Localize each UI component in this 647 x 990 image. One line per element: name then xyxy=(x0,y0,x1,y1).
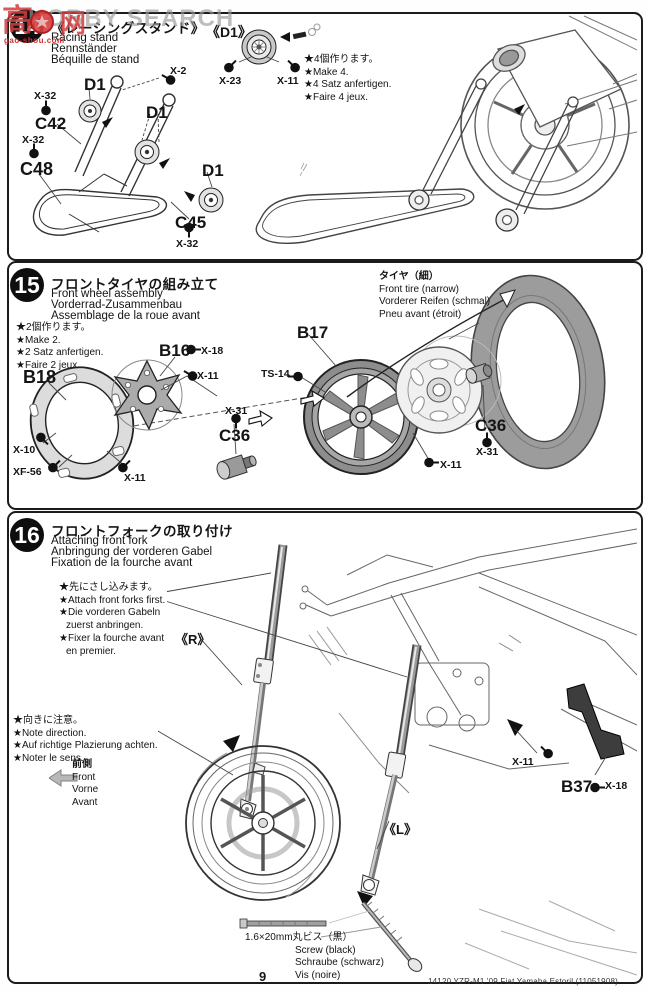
part-label-x11-top: X-11 xyxy=(197,370,219,382)
part-label-d1-c: D1 xyxy=(202,161,224,180)
screw-pin-icon xyxy=(29,143,39,159)
screw-pin-icon xyxy=(186,344,201,355)
part-label-x11-br: X-11 xyxy=(440,459,462,471)
screw-pin-icon xyxy=(482,432,492,448)
step15-number: 15 xyxy=(10,268,44,302)
screw-pin-icon xyxy=(287,59,300,73)
part-label-c36-right: C36 xyxy=(475,416,507,435)
step16-title-en: Attaching front fork xyxy=(51,535,148,547)
step16-insert-notes: ★先にさし込みます。 ★Attach front forks first. ★D… xyxy=(59,582,168,659)
step14-panel: 14 《レーシングスタンド》 Racing stand Rennständer … xyxy=(7,9,643,261)
part-label-x11-s16: X-11 xyxy=(512,756,534,768)
fork-right-label: 《R》 xyxy=(175,632,211,647)
part-label-b37: B37 xyxy=(561,777,593,796)
step14-title-de: Rennständer xyxy=(51,43,117,55)
front-tire-note: タイヤ（細） Front tire (narrow) Vorderer Reif… xyxy=(379,271,491,321)
part-label-ts14: TS-14 xyxy=(261,368,290,380)
part-label-c36-left: C36 xyxy=(219,426,251,445)
front-wheel-exploded-illustration xyxy=(29,274,606,480)
front-direction-arrow-icon xyxy=(49,769,78,787)
step14-title-ja: 《レーシングスタンド》 xyxy=(51,21,205,36)
part-label-x2: X-2 xyxy=(170,65,187,77)
page-number: 9 xyxy=(259,969,267,984)
step15-title-de: Vorderrad-Zusammenbau xyxy=(51,299,183,311)
kit-code: 14120 YZR-M1 '09 Fiat Yamaha Estoril (11… xyxy=(428,977,618,986)
part-label-xf56: XF-56 xyxy=(13,466,42,478)
screw-pin-icon xyxy=(184,222,194,238)
front-fork-attachment-illustration xyxy=(150,528,637,976)
step16-number: 16 xyxy=(10,518,44,552)
step14-title-fr: Béquille de stand xyxy=(51,54,140,66)
part-label-x11-bl: X-11 xyxy=(124,472,146,484)
step15-make-notes: ★2個作ります。 ★Make 2. ★2 Satz anfertigen. ★F… xyxy=(16,322,104,372)
part-label-d1-b: D1 xyxy=(146,103,168,122)
screw-pin-icon xyxy=(231,413,241,429)
screw-pin-icon xyxy=(590,782,605,793)
screw-pin-icon xyxy=(36,432,49,446)
screw-pin-icon xyxy=(288,371,303,382)
part-label-x10: X-10 xyxy=(13,444,36,456)
part-label-x32-c: X-32 xyxy=(176,238,199,250)
step14-number: 14 xyxy=(10,9,44,43)
part-label-x31-right: X-31 xyxy=(476,446,499,458)
step15-title-fr: Assemblage de la roue avant xyxy=(51,310,200,322)
part-label-c48: C48 xyxy=(20,159,54,179)
part-label-c45: C45 xyxy=(175,213,207,232)
step15-panel: 15 フロントタイヤの組み立て Front wheel assembly Vor… xyxy=(7,261,643,510)
screw-pin-icon xyxy=(224,59,237,73)
part-label-x23: X-23 xyxy=(219,75,242,87)
step16-title-ja: フロントフォークの取り付け xyxy=(51,524,233,539)
part-label-b17: B17 xyxy=(297,323,329,342)
screw-pin-icon xyxy=(183,370,198,381)
step16-title-fr: Fixation de la fourche avant xyxy=(51,557,193,569)
screw-pin-icon xyxy=(161,74,176,85)
step16-direction-notes: ★向きに注意。 ★Note direction. ★Auf richtige P… xyxy=(13,715,158,766)
part-label-x11-d1: X-11 xyxy=(277,75,299,87)
screw-pin-icon xyxy=(540,745,553,759)
part-label-c42: C42 xyxy=(35,114,67,133)
part-label-x18: X-18 xyxy=(201,345,224,357)
screw-pin-icon xyxy=(48,459,61,473)
part-label-x32-a: X-32 xyxy=(34,90,57,102)
part-label-d1-a: D1 xyxy=(84,75,106,94)
step14-title-en: Racing stand xyxy=(51,32,119,44)
step14-make-notes: ★4個作ります。 ★Make 4. ★4 Satz anfertigen. ★F… xyxy=(304,54,392,104)
fork-left-label: 《L》 xyxy=(383,822,417,837)
part-label-x32-b: X-32 xyxy=(22,134,45,146)
screw-pin-icon xyxy=(424,457,439,468)
step15-title-en: Front wheel assembly xyxy=(51,288,163,300)
step16-panel: 16 フロントフォークの取り付け Attaching front fork An… xyxy=(7,511,643,984)
part-label-x18-s16: X-18 xyxy=(605,780,628,792)
part-label-x31-left: X-31 xyxy=(225,405,248,417)
part-label-b18: B18 xyxy=(23,367,57,387)
screw-pin-icon xyxy=(41,100,51,116)
d1-detail-callout: 《D1》 xyxy=(206,24,252,40)
step15-title-ja: フロントタイヤの組み立て xyxy=(51,277,219,292)
screw-spec-note: 1.6×20mm丸ビス（黒） Screw (black) Schraube (s… xyxy=(245,932,384,982)
racing-stand-illustration xyxy=(32,15,637,244)
part-label-b16: B16 xyxy=(159,341,191,360)
front-direction-labels: 前側 Front Vorne Avant xyxy=(72,759,99,809)
step16-title-de: Anbringung der vorderen Gabel xyxy=(51,546,213,558)
screw-pin-icon xyxy=(118,459,131,473)
